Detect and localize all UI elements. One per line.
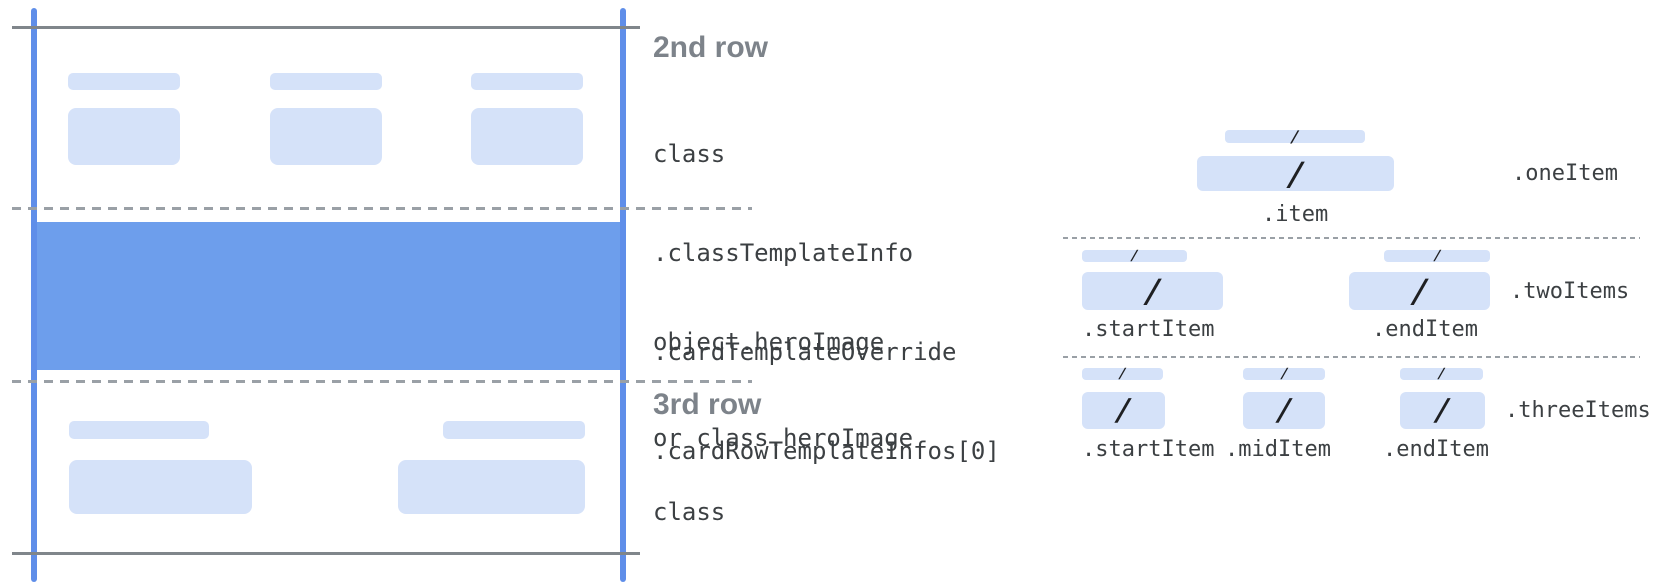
three-items-mid-field-label: .midItem: [1225, 437, 1331, 462]
second-row-heading: 2nd row: [653, 31, 769, 64]
slash-glyph: /: [1278, 366, 1290, 382]
second-row-code-line: .cardRowTemplateInfos[0]: [653, 437, 1000, 465]
two-items-end-label-bar: /: [1384, 248, 1490, 264]
three-items-end-field-label: .endItem: [1383, 437, 1489, 462]
slash-glyph: /: [1431, 248, 1443, 264]
hero-image-code-line: or class.heroImage: [653, 424, 914, 452]
two-items-start-field-label: .startItem: [1082, 317, 1215, 342]
hero-image-band: [37, 222, 620, 370]
two-items-start-label-bar: /: [1082, 248, 1187, 264]
card-bottom-rule: [12, 552, 640, 555]
three-items-start-label-bar: /: [1082, 366, 1163, 382]
second-row-code-line: class: [653, 140, 726, 168]
two-items-row-label: .twoItems: [1510, 279, 1630, 304]
second-row-col1-label-placeholder: [68, 73, 180, 90]
three-items-mid-label-bar: /: [1243, 366, 1325, 382]
second-row-col3-label-placeholder: [471, 73, 583, 90]
two-items-start-value-bar: /: [1082, 272, 1223, 310]
two-items-end-field-label: .endItem: [1372, 317, 1478, 342]
card-top-rule: [12, 26, 640, 29]
slash-glyph: /: [1436, 366, 1447, 382]
third-row-code: class .classTemplateInfo .cardTemplateOv…: [653, 430, 1000, 584]
three-items-mid-value-bar: /: [1243, 392, 1325, 429]
layout-separator-dashed-1: [1063, 237, 1640, 239]
slash-glyph: /: [1273, 393, 1295, 428]
second-row-code-line: .cardTemplateOverride: [653, 338, 957, 366]
slash-glyph: /: [1117, 366, 1128, 382]
hero-image-code: object.heroImage or class.heroImage: [653, 262, 913, 518]
second-row-col2-label-placeholder: [270, 73, 382, 90]
third-row-heading: 3rd row: [653, 388, 762, 421]
two-items-end-value-bar: /: [1349, 272, 1490, 310]
slash-glyph: /: [1289, 127, 1301, 146]
row-separator-dashed-bottom: [12, 380, 752, 383]
second-row-col3-value-placeholder: [471, 108, 583, 165]
one-item-field-label: .item: [1262, 202, 1329, 227]
slash-glyph: /: [1431, 393, 1454, 428]
third-row-start-label-placeholder: [69, 421, 209, 439]
slash-glyph: /: [1283, 154, 1308, 193]
layout-separator-dashed-2: [1063, 356, 1640, 358]
card-left-guide-line: [31, 8, 37, 582]
three-items-end-value-bar: /: [1400, 392, 1485, 429]
one-item-label-bar: /: [1225, 127, 1365, 146]
three-items-start-field-label: .startItem: [1082, 437, 1215, 462]
slash-glyph: /: [1140, 272, 1165, 310]
row-separator-dashed-top: [12, 207, 752, 210]
third-row-code-line: class: [653, 498, 726, 526]
three-items-end-label-bar: /: [1400, 366, 1483, 382]
one-item-value-bar: /: [1197, 154, 1394, 193]
slash-glyph: /: [1112, 393, 1135, 428]
three-items-row-label: .threeItems: [1505, 398, 1651, 423]
slash-glyph: /: [1129, 248, 1140, 264]
second-row-code-line: .classTemplateInfo: [653, 239, 914, 267]
three-items-start-value-bar: /: [1082, 392, 1165, 429]
third-row-start-value-placeholder: [69, 460, 252, 514]
third-row-end-value-placeholder: [398, 460, 585, 514]
hero-image-code-line: object.heroImage: [653, 328, 885, 356]
second-row-col1-value-placeholder: [68, 108, 180, 165]
card-right-guide-line: [620, 8, 626, 582]
second-row-code: class .classTemplateInfo .cardTemplateOv…: [653, 72, 1000, 534]
second-row-col2-value-placeholder: [270, 108, 382, 165]
one-item-row-label: .oneItem: [1512, 161, 1618, 186]
slash-glyph: /: [1407, 272, 1432, 310]
third-row-end-label-placeholder: [443, 421, 585, 439]
